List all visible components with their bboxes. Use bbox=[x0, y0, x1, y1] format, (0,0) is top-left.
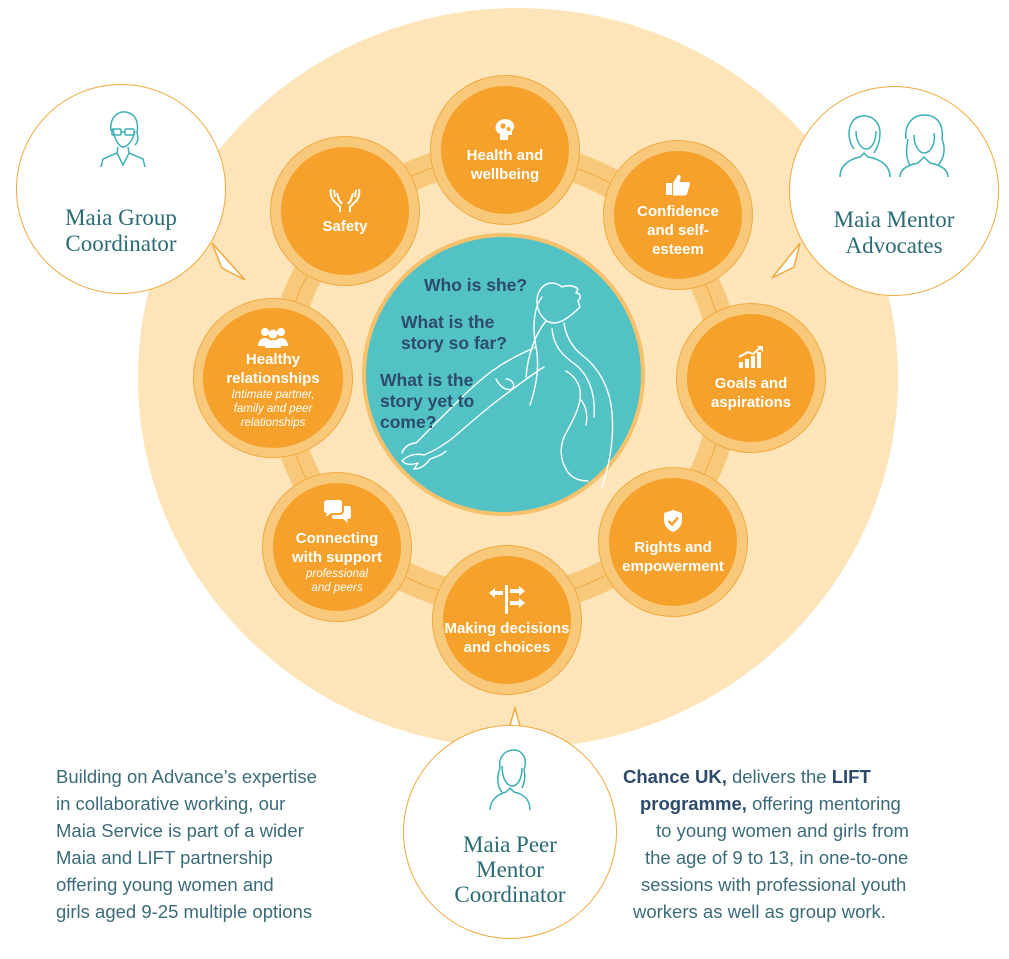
growth-chart-icon bbox=[738, 346, 763, 368]
node-connecting: Connecting with support professional and… bbox=[273, 483, 401, 611]
left-paragraph-line: in collaborative working, our bbox=[56, 793, 286, 814]
programme-word: programme, bbox=[640, 793, 747, 814]
node-title: Confidence bbox=[637, 202, 719, 220]
question-story-so-far: What is the bbox=[401, 312, 495, 332]
left-paragraph-line: Maia and LIFT partnership bbox=[56, 847, 273, 868]
woman-glasses-icon bbox=[100, 111, 146, 167]
node-confidence: Confidence and self- esteem bbox=[614, 151, 742, 279]
org-name: Chance UK, bbox=[623, 766, 727, 787]
node-title: relationships bbox=[226, 370, 320, 387]
node-subtitle: relationships bbox=[240, 417, 306, 429]
node-goals: Goals and aspirations bbox=[687, 314, 815, 442]
center-circle bbox=[362, 233, 645, 516]
role-label: Maia Mentor bbox=[833, 207, 955, 232]
two-women-icon bbox=[839, 114, 949, 178]
node-subtitle: Intimate partner, bbox=[231, 389, 315, 401]
node-rights: Rights and empowerment bbox=[609, 478, 737, 606]
young-woman-icon bbox=[489, 749, 531, 811]
right-paragraph-line: workers as well as group work. bbox=[633, 901, 886, 922]
programme-name: LIFT bbox=[831, 766, 871, 787]
right-paragraph-line: programme, offering mentoring bbox=[640, 790, 901, 817]
question-yet-to-come: story yet to bbox=[380, 391, 475, 411]
role-label: Coordinator bbox=[65, 231, 177, 256]
role-mentor-advocates: Maia Mentor Advocates bbox=[789, 86, 999, 296]
role-label: Mentor bbox=[476, 857, 544, 882]
people-group-icon bbox=[258, 328, 288, 348]
shield-check-icon bbox=[664, 510, 682, 532]
left-paragraph-line: Maia Service is part of a wider bbox=[56, 820, 304, 841]
brain-gears-icon bbox=[495, 119, 515, 140]
node-title: Healthy bbox=[245, 351, 301, 368]
role-group-coordinator: Maia Group Coordinator bbox=[16, 84, 226, 294]
node-subtitle: professional bbox=[305, 568, 368, 580]
node-title: esteem bbox=[652, 240, 704, 258]
question-yet-to-come: What is the bbox=[380, 370, 474, 390]
right-paragraph-text: delivers the bbox=[726, 766, 832, 787]
node-relationships: Healthy relationships Intimate partner, … bbox=[203, 308, 343, 448]
role-label: Coordinator bbox=[454, 882, 566, 907]
right-paragraph-line: the age of 9 to 13, in one-to-one bbox=[645, 847, 909, 868]
right-paragraph-text: offering mentoring bbox=[746, 793, 901, 814]
question-story-so-far: story so far? bbox=[401, 333, 507, 353]
signpost-icon bbox=[489, 585, 525, 614]
thumbs-up-icon bbox=[666, 174, 690, 195]
node-title: Making decisions bbox=[444, 620, 570, 637]
node-title: Health and bbox=[466, 147, 544, 164]
node-title: Connecting bbox=[295, 530, 379, 547]
right-paragraph-line: sessions with professional youth bbox=[641, 874, 907, 895]
woman-line-art-icon bbox=[401, 282, 614, 488]
caring-hands-icon bbox=[329, 188, 361, 212]
node-title: Goals and bbox=[714, 375, 788, 392]
speech-bubbles-icon bbox=[324, 500, 351, 523]
node-health: Health and wellbeing bbox=[441, 86, 569, 214]
node-title: empowerment bbox=[622, 558, 724, 575]
node-title: and self- bbox=[647, 221, 709, 239]
question-yet-to-come: come? bbox=[380, 412, 437, 432]
right-paragraph-line: Chance UK, delivers the LIFT bbox=[623, 763, 871, 790]
node-title: and choices bbox=[463, 639, 551, 656]
node-title: Safety bbox=[322, 217, 368, 235]
node-title: Rights and bbox=[634, 539, 712, 556]
role-label: Maia Group bbox=[65, 205, 177, 230]
node-title: wellbeing bbox=[470, 166, 540, 183]
left-paragraph-line: Building on Advance’s expertise bbox=[56, 766, 317, 787]
right-paragraph-line: to young women and girls from bbox=[656, 820, 909, 841]
node-title: aspirations bbox=[710, 394, 792, 411]
role-label: Maia Peer bbox=[463, 832, 557, 857]
node-safety: Safety bbox=[281, 147, 409, 275]
role-label: Advocates bbox=[845, 233, 943, 258]
node-title: with support bbox=[292, 549, 382, 566]
role-peer-mentor-coordinator: Maia Peer Mentor Coordinator bbox=[403, 725, 617, 939]
left-paragraph-line: girls aged 9-25 multiple options bbox=[56, 901, 313, 922]
question-who: Who is she? bbox=[424, 275, 528, 295]
left-paragraph-line: offering young women and bbox=[56, 874, 274, 895]
node-subtitle: and peers bbox=[311, 582, 363, 594]
node-subtitle: family and peer bbox=[233, 403, 313, 415]
node-decisions: Making decisions and choices bbox=[443, 556, 571, 684]
